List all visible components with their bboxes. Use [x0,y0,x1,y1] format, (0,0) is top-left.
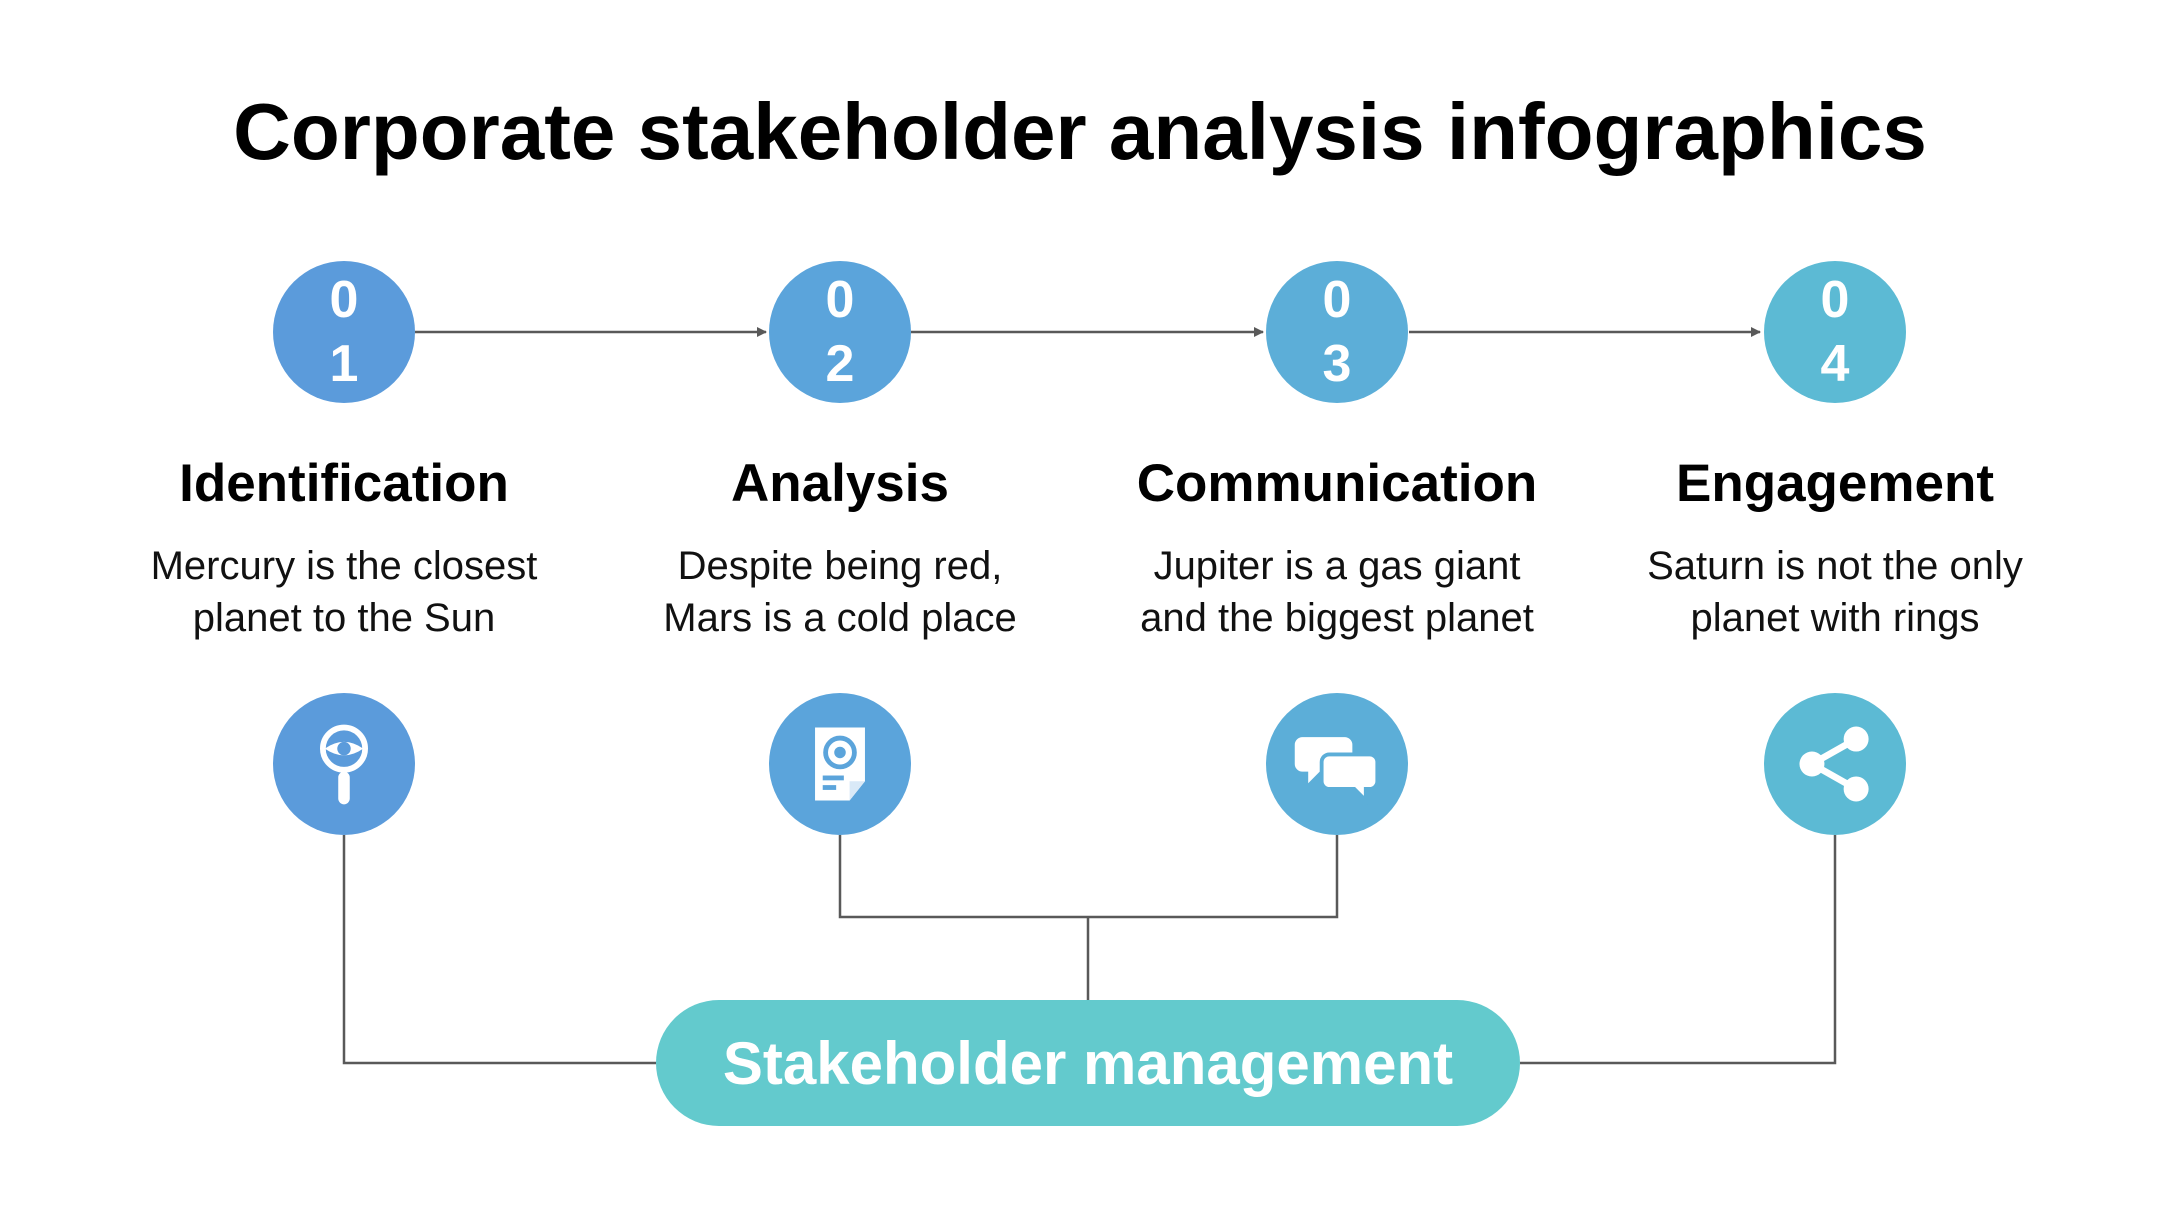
step-heading-engagement: Engagement [1675,454,1995,513]
step-description-communication: Jupiter is a gas giant and the biggest p… [1107,540,1567,644]
connector-2-3-bracket [838,835,1339,919]
description-line: Despite being red, [677,544,1003,588]
description-line: Mercury is the closest [150,544,538,588]
connector-4-to-hub [1520,835,1837,1065]
step-number-digit: 3 [1322,335,1352,393]
step-description-engagement: Saturn is not the only planet with rings [1605,540,2065,644]
step-number-badge-02: 0 2 [769,261,911,403]
step-heading-identification: Identification [179,454,509,513]
step-number-digit: 1 [329,335,359,393]
step-description-identification: Mercury is the closest planet to the Sun [114,540,574,644]
step-number-badge-01: 0 1 [273,261,415,403]
step-number-digit: 0 [1820,271,1850,329]
description-line: Saturn is not the only [1647,544,2023,588]
chat-bubbles-icon [1266,693,1408,835]
description-line: and the biggest planet [1140,596,1534,640]
step-number-digit: 4 [1820,335,1850,393]
step-heading-analysis: Analysis [730,454,949,513]
step-description-analysis: Despite being red, Mars is a cold place [610,540,1070,644]
step-number-digit: 2 [825,335,855,393]
stakeholder-management-hub: Stakeholder management [656,1000,1520,1126]
step-number-digit: 0 [825,271,855,329]
step-number-badge-03: 0 3 [1266,261,1408,403]
step-number-badge-04: 0 4 [1764,261,1906,403]
magnifier-eye-icon [273,693,415,835]
description-line: planet to the Sun [192,596,496,640]
description-line: Jupiter is a gas giant [1153,544,1521,588]
share-icon [1764,693,1906,835]
step-number-digit: 0 [329,271,359,329]
connector-1-to-hub [342,835,656,1065]
page-title: Corporate stakeholder analysis infograph… [233,87,1927,176]
description-line: planet with rings [1690,596,1980,640]
report-document-icon [769,693,911,835]
step-heading-communication: Communication [1136,454,1538,513]
description-line: Mars is a cold place [663,596,1017,640]
step-number-digit: 0 [1322,271,1352,329]
